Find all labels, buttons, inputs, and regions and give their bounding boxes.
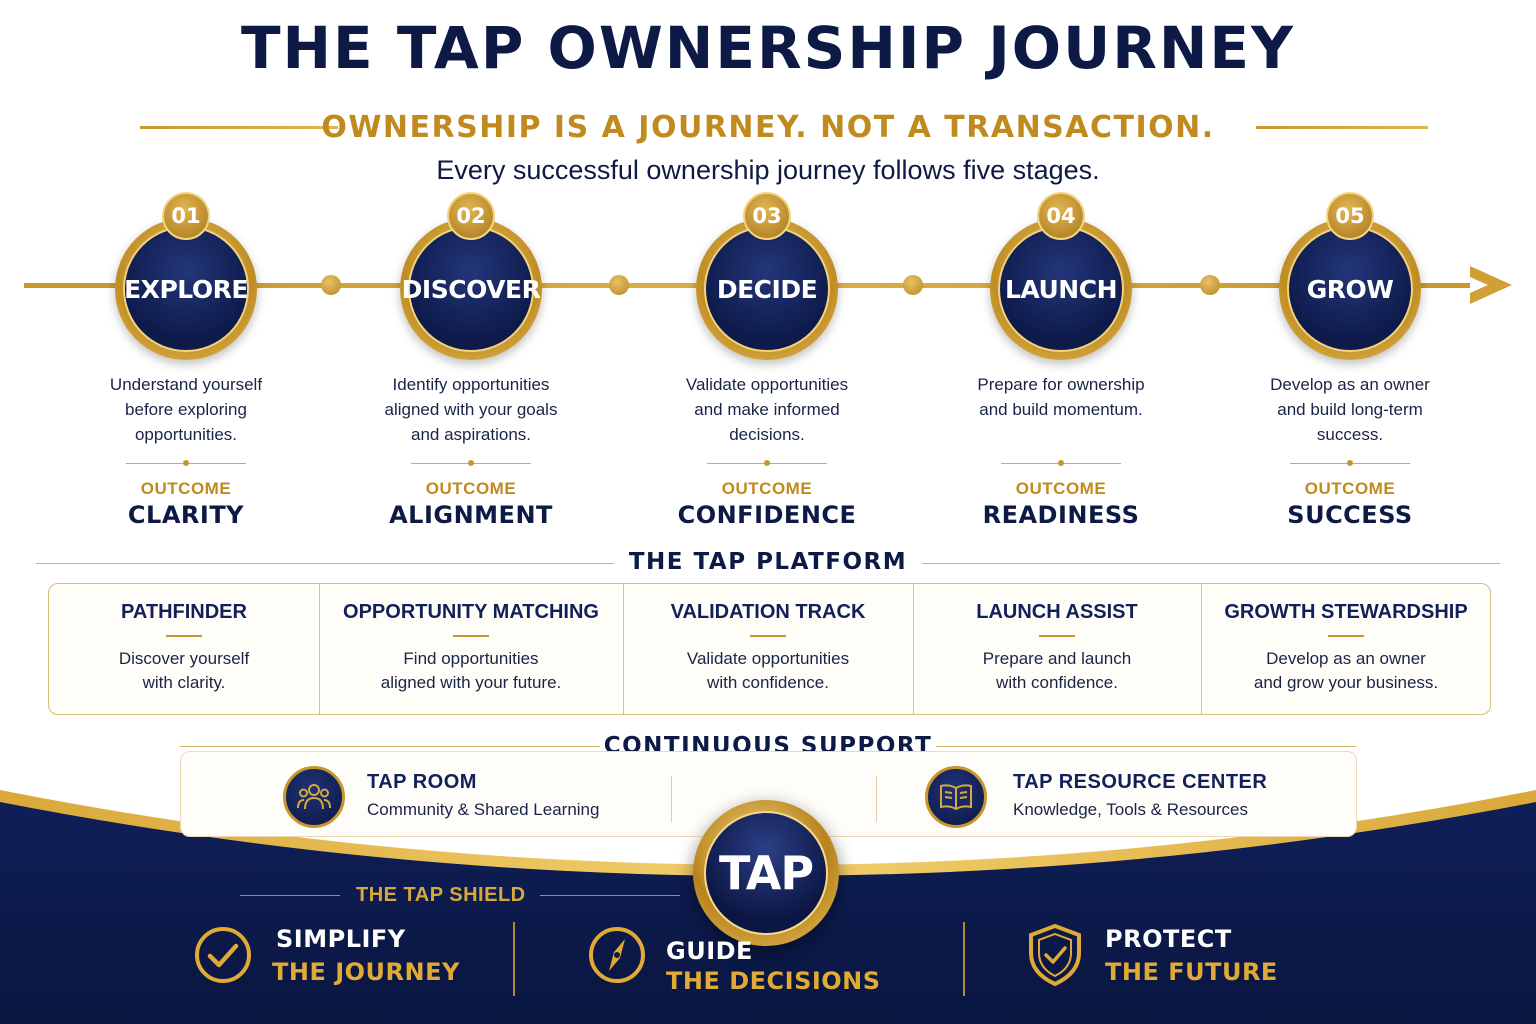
stage-name: LAUNCH: [1004, 274, 1118, 304]
platform-item-title: GROWTH STEWARDSHIP: [1224, 601, 1468, 623]
timeline-dot: [1200, 275, 1220, 295]
stage-name: GROW: [1306, 274, 1394, 304]
timeline-dot: [321, 275, 341, 295]
page-title: THE TAP OWNERSHIP JOURNEY: [240, 14, 1296, 82]
subtitle-left-rule: [140, 126, 338, 129]
shield-heading: THE TAP SHIELD: [356, 884, 526, 906]
platform-divider: [623, 584, 624, 714]
stage-divider-dot: [1347, 460, 1353, 466]
outcome-label: OUTCOME: [140, 479, 232, 498]
support-divider: [876, 776, 877, 822]
stage-divider-dot: [183, 460, 189, 466]
platform-item-rule: [453, 635, 489, 637]
stage-circle: EXPLORE: [115, 218, 257, 360]
support-heading-rule-right: [936, 746, 1356, 747]
subtitle-row: OWNERSHIP IS A JOURNEY. NOT A TRANSACTIO…: [0, 108, 1536, 148]
platform-item-title: OPPORTUNITY MATCHING: [343, 601, 599, 623]
platform-divider: [1201, 584, 1202, 714]
open-book-icon: [925, 766, 987, 828]
pillar-subtitle: THE JOURNEY: [272, 958, 460, 986]
platform-item-title: LAUNCH ASSIST: [976, 601, 1138, 623]
stage-divider-dot: [764, 460, 770, 466]
pillar-divider: [513, 922, 515, 996]
support-item-description: Knowledge, Tools & Resources: [1013, 800, 1248, 819]
stage-number-badge: 03: [743, 192, 791, 240]
stage-name: DECIDE: [716, 274, 818, 304]
pillar-title: GUIDE: [666, 937, 753, 965]
outcome-label: OUTCOME: [721, 479, 813, 498]
support-divider: [671, 776, 672, 822]
stage-name: DISCOVER: [401, 274, 541, 304]
shield-heading-rule-right: [540, 895, 680, 896]
people-group-icon: [283, 766, 345, 828]
outcome-value: SUCCESS: [1287, 501, 1413, 529]
stage-divider-dot: [468, 460, 474, 466]
outcome-value: READINESS: [982, 501, 1140, 529]
pillar-subtitle: THE FUTURE: [1105, 958, 1278, 986]
pillar-subtitle: THE DECISIONS: [666, 967, 881, 995]
subtitle-right-rule: [1256, 126, 1428, 129]
tap-badge-label: TAP: [704, 811, 828, 935]
platform-item-title: VALIDATION TRACK: [670, 601, 866, 623]
stage-number-badge: 02: [447, 192, 495, 240]
outcome-value: ALIGNMENT: [389, 501, 553, 529]
pillar-title: SIMPLIFY: [276, 925, 406, 953]
check-circle-icon: [193, 925, 253, 985]
outcome-label: OUTCOME: [425, 479, 517, 498]
platform-divider: [319, 584, 320, 714]
support-item-title: TAP RESOURCE CENTER: [1013, 771, 1268, 793]
support-item-title: TAP ROOM: [367, 771, 477, 793]
subtitle: OWNERSHIP IS A JOURNEY. NOT A TRANSACTIO…: [321, 110, 1215, 145]
stage-circle: DECIDE: [696, 218, 838, 360]
timeline-arrow-notch: [1470, 277, 1488, 293]
platform-item-rule: [750, 635, 786, 637]
platform-item-title: PATHFINDER: [121, 601, 247, 623]
platform-heading-rule-left: [36, 563, 614, 564]
outcome-label: OUTCOME: [1015, 479, 1107, 498]
platform-item-rule: [1328, 635, 1364, 637]
outcome-label: OUTCOME: [1304, 479, 1396, 498]
outcome-value: CONFIDENCE: [677, 501, 857, 529]
pillar-divider: [963, 922, 965, 996]
support-heading-rule-left: [180, 746, 600, 747]
platform-divider: [913, 584, 914, 714]
shield-heading-rule-left: [240, 895, 340, 896]
platform-item-rule: [166, 635, 202, 637]
platform-heading: THE TAP PLATFORM: [628, 549, 908, 575]
timeline-dot: [609, 275, 629, 295]
timeline-dot: [903, 275, 923, 295]
outcome-value: CLARITY: [127, 501, 245, 529]
shield-check-icon: [1025, 923, 1085, 987]
stage-divider-dot: [1058, 460, 1064, 466]
tap-badge: TAP: [693, 800, 839, 946]
platform-item-rule: [1039, 635, 1075, 637]
intro-text: Every successful ownership journey follo…: [436, 155, 1100, 185]
platform-heading-rule-right: [922, 563, 1500, 564]
stage-name: EXPLORE: [124, 274, 248, 304]
support-item-description: Community & Shared Learning: [367, 800, 600, 819]
stage-number-badge: 05: [1326, 192, 1374, 240]
stage-number-badge: 04: [1037, 192, 1085, 240]
stage-circle: LAUNCH: [990, 218, 1132, 360]
compass-icon: [587, 925, 647, 985]
pillar-title: PROTECT: [1105, 925, 1232, 953]
stage-number-badge: 01: [162, 192, 210, 240]
